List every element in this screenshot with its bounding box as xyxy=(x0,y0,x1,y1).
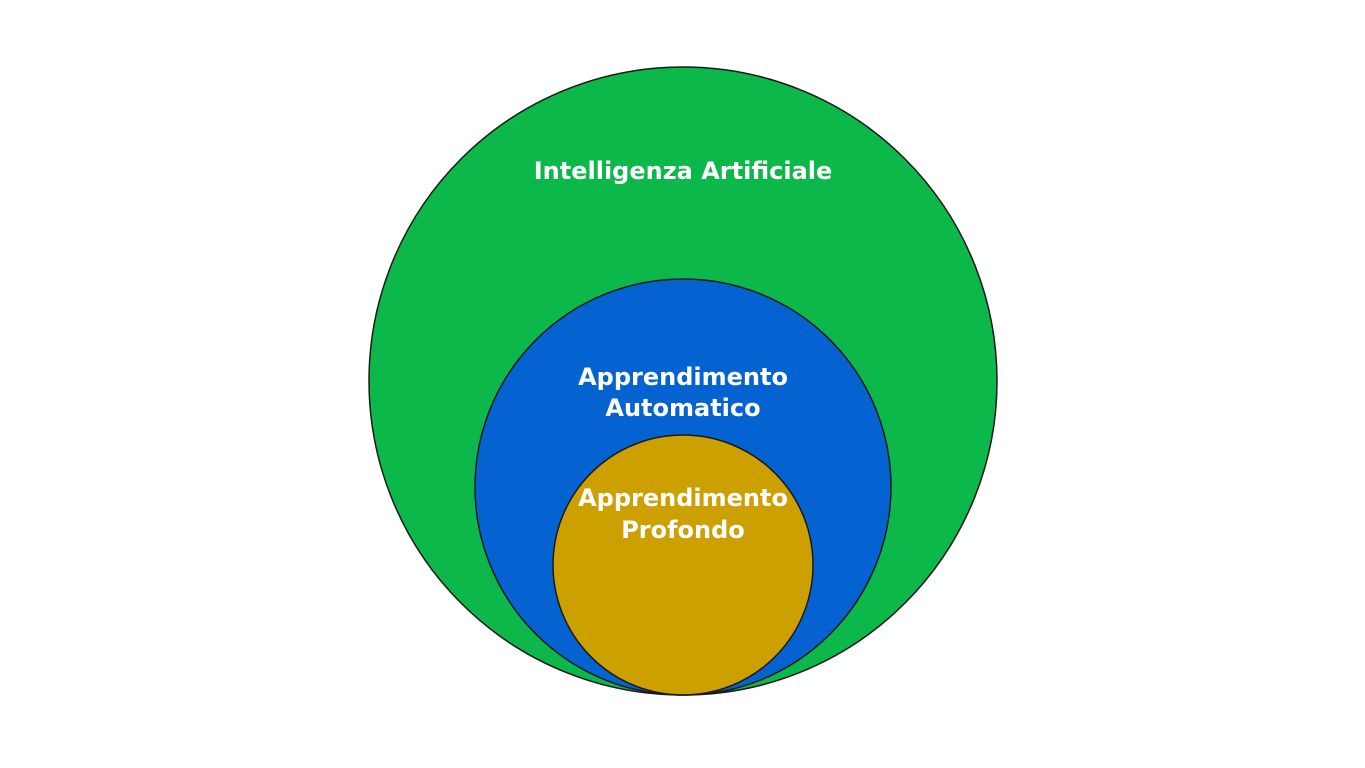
outer-circle-label: Intelligenza Artificiale xyxy=(534,157,833,185)
middle-circle-label-line1: Apprendimento xyxy=(578,363,788,391)
inner-circle-label-line1: Apprendimento xyxy=(578,484,788,512)
inner-circle-deep-learning xyxy=(552,434,814,696)
middle-circle-label-line2: Automatico xyxy=(605,394,760,422)
inner-circle-label-line2: Profondo xyxy=(621,516,745,544)
